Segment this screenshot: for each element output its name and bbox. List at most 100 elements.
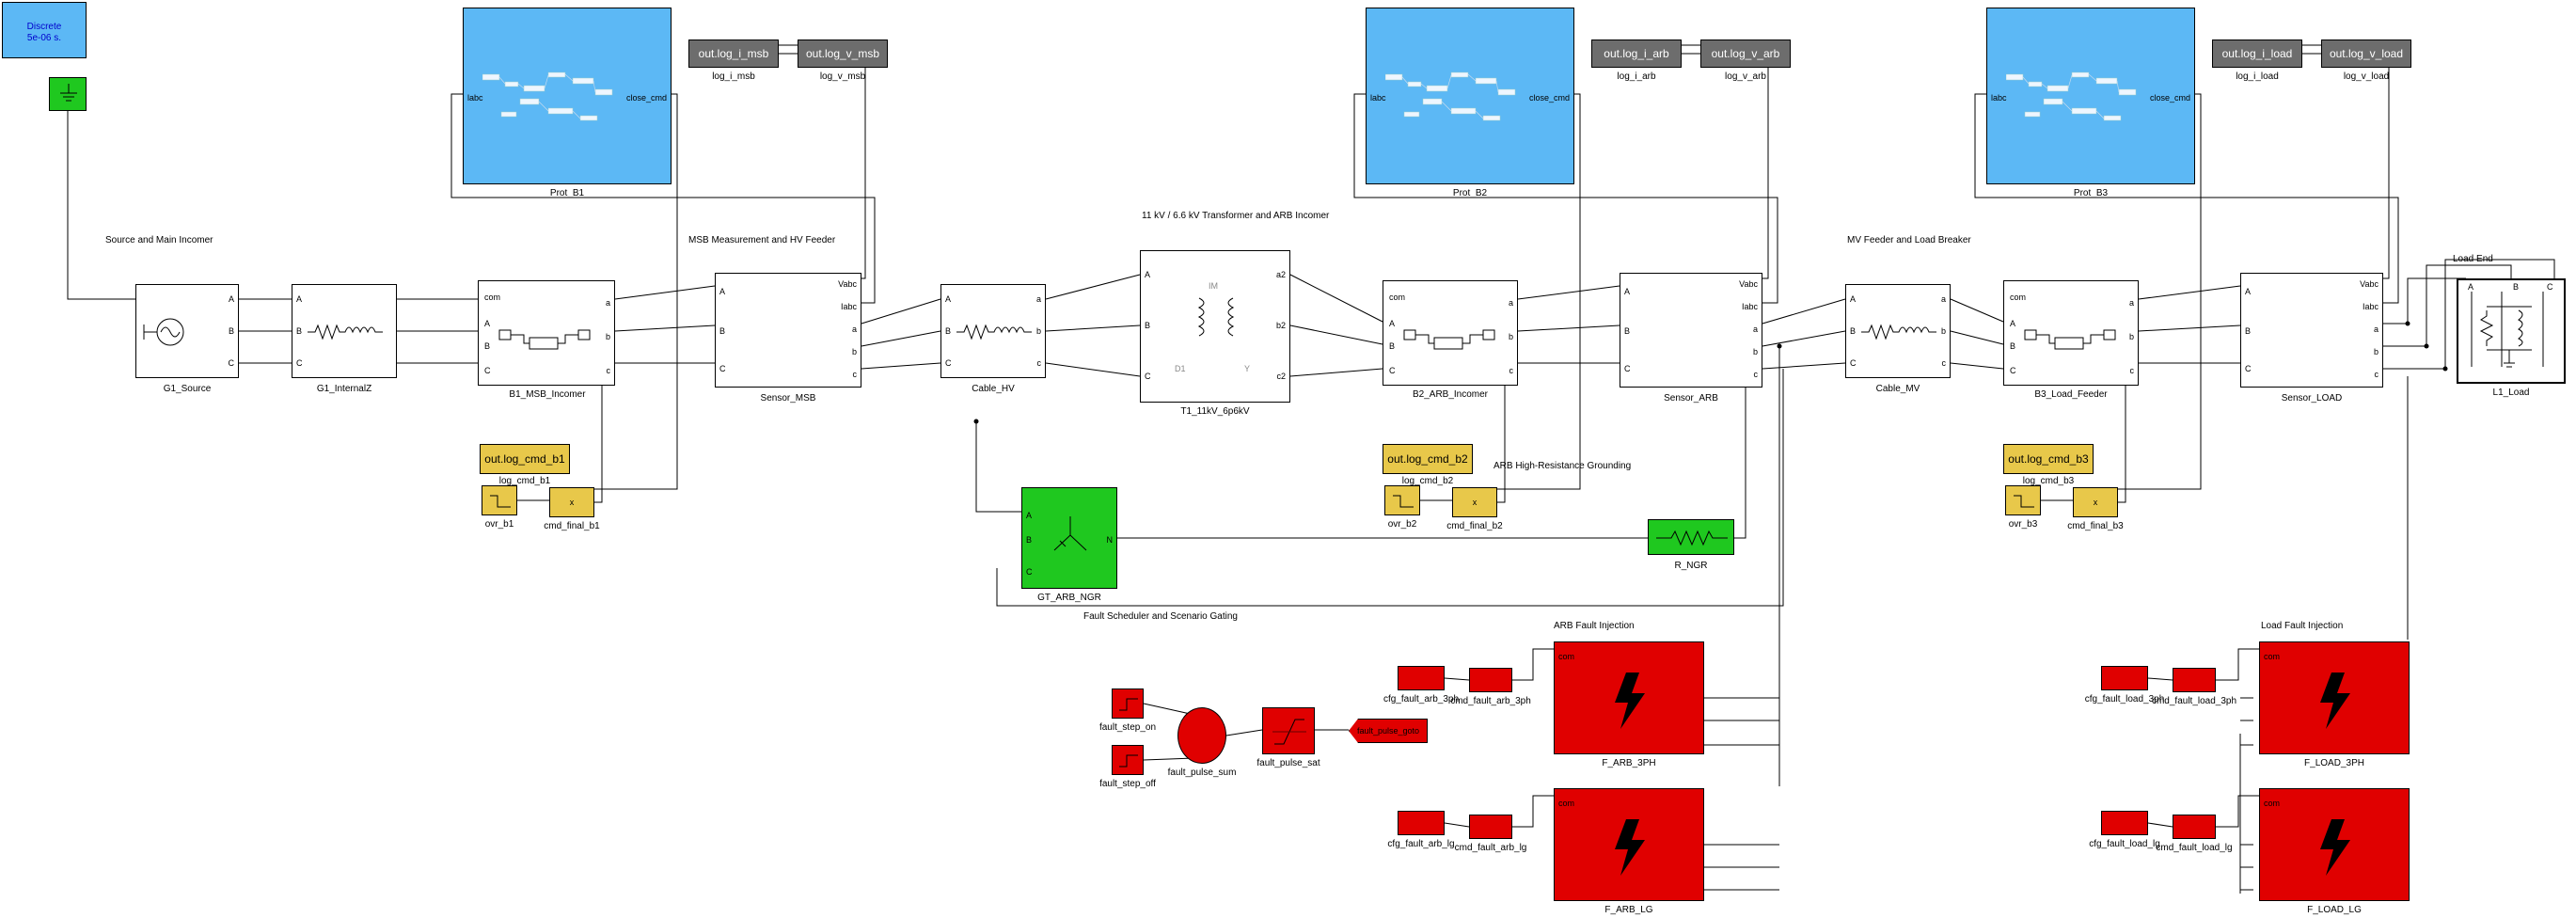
port-a-in: A — [2010, 319, 2016, 328]
cfg-fault-arb-3ph-label: cfg_fault_arb_3ph — [1383, 694, 1460, 704]
cable-mv-block[interactable]: A B C a b c — [1845, 284, 1951, 378]
log-cmd-b2-block[interactable]: out.log_cmd_b2 — [1383, 444, 1473, 474]
wire-phase — [614, 324, 716, 332]
cmd-fault-load-3ph-block[interactable] — [2173, 668, 2216, 692]
g1-internalz-block[interactable]: A B C — [292, 284, 397, 378]
ground-block[interactable] — [49, 77, 87, 111]
cmd-final-b3-label: cmd_final_b3 — [2067, 521, 2124, 531]
f-arb-lg-block[interactable]: com — [1554, 788, 1704, 901]
wire-signal — [450, 93, 876, 304]
log-i-msb-block[interactable]: out.log_i_msb — [688, 40, 779, 68]
log-i-load-label: log_i_load — [2236, 71, 2279, 82]
log-i-arb-block[interactable]: out.log_i_arb — [1591, 40, 1682, 68]
fault-pulse-sum-block[interactable] — [1177, 707, 1226, 764]
prot-b1-block[interactable]: labc close_cmd — [463, 8, 672, 184]
wire-phase — [1762, 330, 1846, 347]
fault-pulse-goto-block[interactable]: fault_pulse_goto — [1349, 719, 1428, 743]
preview-line — [564, 73, 574, 82]
b2-breaker-block[interactable]: com A B C a b c — [1383, 280, 1518, 386]
log-cmd-b3-block[interactable]: out.log_cmd_b3 — [2003, 444, 2094, 474]
f-load-lg-block[interactable]: com — [2259, 788, 2410, 901]
annotation-msb: MSB Measurement and HV Feeder — [688, 235, 836, 245]
wire-phase — [861, 362, 941, 370]
wire-phase — [1045, 362, 1141, 377]
f-load-3ph-block[interactable]: com — [2259, 641, 2410, 754]
ovr-b2-block[interactable] — [1384, 485, 1420, 515]
log-v-arb-block[interactable]: out.log_v_arb — [1700, 40, 1791, 68]
log-v-arb-label: log_v_arb — [1725, 71, 1766, 82]
ovr-b1-block[interactable] — [482, 485, 517, 515]
port-a-out: a — [1940, 294, 1946, 304]
gt-arb-ngr-block[interactable]: A B C N — [1021, 487, 1117, 589]
port-a-out: a — [1035, 294, 1041, 304]
g1-source-block[interactable]: A B C — [135, 284, 239, 378]
ovr-b3-block[interactable] — [2005, 485, 2041, 515]
cmd-final-b1-block[interactable]: x — [549, 487, 594, 517]
r-ngr-block[interactable] — [1648, 519, 1734, 555]
wire-phase — [1950, 330, 2004, 345]
b3-breaker-block[interactable]: com A B C a b c — [2003, 280, 2139, 386]
preview-block — [547, 107, 574, 115]
fault-pulse-sat-block[interactable] — [1262, 707, 1315, 754]
cfg-fault-load-3ph-block[interactable] — [2101, 666, 2148, 690]
cfg-fault-arb-lg-block[interactable] — [1398, 811, 1445, 835]
r-ngr-label: R_NGR — [1674, 561, 1708, 571]
log-cmd-b1-block[interactable]: out.log_cmd_b1 — [480, 444, 570, 474]
port-com: com — [1558, 652, 1575, 661]
prot-b3-block[interactable]: labc close_cmd — [1986, 8, 2195, 184]
log-cmd-b3-label: log_cmd_b3 — [2022, 476, 2075, 486]
b1-breaker-block[interactable]: com A B C a b c — [478, 280, 615, 386]
sensor-msb-block[interactable]: A B C Vabc Iabc a b c — [715, 273, 861, 388]
resistor-icon — [1656, 530, 1728, 546]
preview-block — [1475, 77, 1497, 85]
g1-internalz-label: G1_InternalZ — [316, 384, 372, 394]
port-c-in: C — [2010, 366, 2016, 375]
breaker-icon — [1403, 329, 1495, 350]
preview-block — [547, 71, 566, 78]
preview-block — [2118, 88, 2137, 96]
preview-line — [1401, 76, 1409, 85]
wire-phase — [2383, 277, 2466, 324]
preview-block — [1422, 98, 1443, 105]
wire-junction — [2405, 321, 2410, 326]
fault-step-on-label: fault_step_on — [1098, 722, 1157, 733]
port-a-in: A — [945, 294, 952, 304]
cfg-fault-arb-3ph-block[interactable] — [1398, 666, 1445, 690]
l1-load-block[interactable]: A B C — [2457, 278, 2566, 384]
preview-block — [1450, 107, 1477, 115]
log-v-msb-block[interactable]: out.log_v_msb — [798, 40, 888, 68]
log-v-load-block[interactable]: out.log_v_load — [2321, 40, 2411, 68]
log-i-load-block[interactable]: out.log_i_load — [2212, 40, 2302, 68]
preview-block — [572, 77, 594, 85]
cable-hv-label: Cable_HV — [972, 384, 1015, 394]
cmd-fault-arb-3ph-block[interactable] — [1469, 668, 1512, 692]
cmd-fault-load-lg-block[interactable] — [2173, 815, 2216, 839]
prot-b2-block[interactable]: labc close_cmd — [1366, 8, 1574, 184]
wire-signal — [1225, 729, 1263, 736]
cfg-fault-load-lg-block[interactable] — [2101, 811, 2148, 835]
cable-hv-block[interactable]: A B C a b c — [940, 284, 1046, 378]
port-c-in: C — [1145, 372, 1151, 381]
port-b-out: b — [1940, 326, 1946, 336]
log-v-load-label: log_v_load — [2343, 71, 2390, 82]
f-arb-3ph-block[interactable]: com — [1554, 641, 1704, 754]
fault-step-off-block[interactable] — [1112, 745, 1144, 775]
cmd-final-b2-block[interactable]: x — [1452, 487, 1497, 517]
cmd-final-b3-block[interactable]: x — [2073, 487, 2118, 517]
port-a: A — [2468, 282, 2474, 292]
port-a-in: A — [1850, 294, 1857, 304]
fault-step-on-block[interactable] — [1112, 688, 1144, 719]
wire-ground — [67, 111, 135, 300]
cable-mv-label: Cable_MV — [1875, 384, 1920, 394]
port-c-in: C — [1850, 358, 1857, 368]
cmd-fault-arb-lg-block[interactable] — [1469, 815, 1512, 839]
t1-transformer-block[interactable]: IM D1 Y A B C a2 b2 c2 — [1140, 250, 1290, 403]
sensor-arb-block[interactable]: A B C Vabc Iabc a b c — [1620, 273, 1762, 388]
powergui-block[interactable]: Discrete 5e-06 s. — [2, 2, 87, 58]
sensor-load-block[interactable]: A B C Vabc Iabc a b c — [2240, 273, 2383, 388]
load-end-label: Load End — [2453, 254, 2493, 264]
preview-line — [2041, 83, 2048, 89]
port-vabc: Vabc — [1739, 279, 1758, 289]
port-n: N — [1106, 535, 1114, 545]
port-iabc: Iabc — [2362, 302, 2378, 311]
